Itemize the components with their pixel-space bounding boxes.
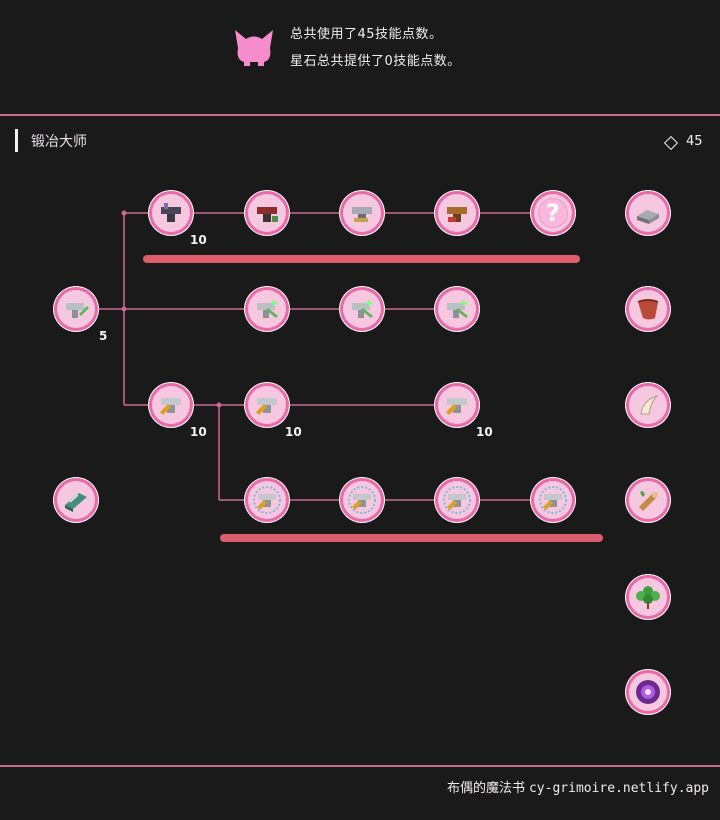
gold-anvil-icon xyxy=(442,390,472,420)
skill-node-sparkle-3[interactable] xyxy=(435,478,479,522)
gold-anvil-icon xyxy=(252,390,282,420)
section-points-total: 45 xyxy=(686,134,703,149)
skill-node-anvil-red[interactable] xyxy=(245,191,289,235)
red-cloth-icon xyxy=(633,294,663,324)
material-herb[interactable] xyxy=(626,575,670,619)
green-anvil-icon xyxy=(442,294,472,324)
material-metal[interactable] xyxy=(626,191,670,235)
skill-node-green-1[interactable] xyxy=(245,287,289,331)
silver-anvil-icon xyxy=(347,198,377,228)
skill-node-gold-1[interactable] xyxy=(149,383,193,427)
material-cloth[interactable] xyxy=(626,287,670,331)
footer-label: 布偶的魔法书 xyxy=(446,781,525,796)
material-fang[interactable] xyxy=(626,383,670,427)
skill-node-sparkle-1[interactable] xyxy=(245,478,289,522)
tree-branch-highlight-bar xyxy=(220,534,603,542)
metal-ingot-icon xyxy=(633,198,663,228)
skill-level-badge: 10 xyxy=(190,233,207,247)
skill-level-badge: 5 xyxy=(99,329,108,343)
skill-node-book[interactable] xyxy=(54,478,98,522)
skill-node-locked[interactable]: ? xyxy=(531,191,575,235)
section-title: 锻冶大师 xyxy=(31,134,87,150)
sparkle-anvil-icon xyxy=(538,485,568,515)
sparkle-anvil-icon xyxy=(442,485,472,515)
skill-node-anvil-silver[interactable] xyxy=(340,191,384,235)
red-anvil-icon xyxy=(252,198,282,228)
dark-anvil-icon xyxy=(156,198,186,228)
skill-level-badge: 10 xyxy=(190,425,207,439)
skill-node-green-2[interactable] xyxy=(340,287,384,331)
skill-node-anvil-dark[interactable] xyxy=(149,191,193,235)
material-orb[interactable] xyxy=(626,670,670,714)
bronze-anvil-icon xyxy=(442,198,472,228)
skill-node-gold-3[interactable] xyxy=(435,383,479,427)
skill-level-badge: 10 xyxy=(285,425,302,439)
green-herb-icon xyxy=(633,582,663,612)
skill-node-gold-2[interactable] xyxy=(245,383,289,427)
starstone-points-text: 星石总共提供了0技能点数。 xyxy=(290,54,461,69)
magic-orb-icon xyxy=(633,677,663,707)
summary-header: 总共使用了45技能点数。 星石总共提供了0技能点数。 xyxy=(0,0,720,114)
footer-site-link[interactable]: cy-grimoire.netlify.app xyxy=(528,781,709,796)
skill-node-anvil-bronze[interactable] xyxy=(435,191,479,235)
green-anvil-icon xyxy=(252,294,282,324)
gold-anvil-icon xyxy=(156,390,186,420)
pink-cat-mascot-icon xyxy=(235,30,273,66)
skill-node-green-3[interactable] xyxy=(435,287,479,331)
section-accent-bar xyxy=(15,129,18,152)
divider xyxy=(0,765,720,767)
skill-level-badge: 10 xyxy=(476,425,493,439)
green-book-icon xyxy=(61,485,91,515)
material-wood[interactable] xyxy=(626,478,670,522)
wood-log-icon xyxy=(633,485,663,515)
skill-node-root[interactable] xyxy=(54,287,98,331)
anvil-hammer-icon xyxy=(61,294,91,324)
fang-icon xyxy=(633,390,663,420)
sparkle-anvil-icon xyxy=(347,485,377,515)
green-anvil-icon xyxy=(347,294,377,324)
skill-node-sparkle-4[interactable] xyxy=(531,478,575,522)
question-mark-icon: ? xyxy=(538,198,568,228)
divider xyxy=(0,114,720,116)
skill-node-sparkle-2[interactable] xyxy=(340,478,384,522)
skill-points-used-text: 总共使用了45技能点数。 xyxy=(290,27,443,42)
tree-branch-highlight-bar xyxy=(143,255,580,263)
sparkle-anvil-icon xyxy=(252,485,282,515)
